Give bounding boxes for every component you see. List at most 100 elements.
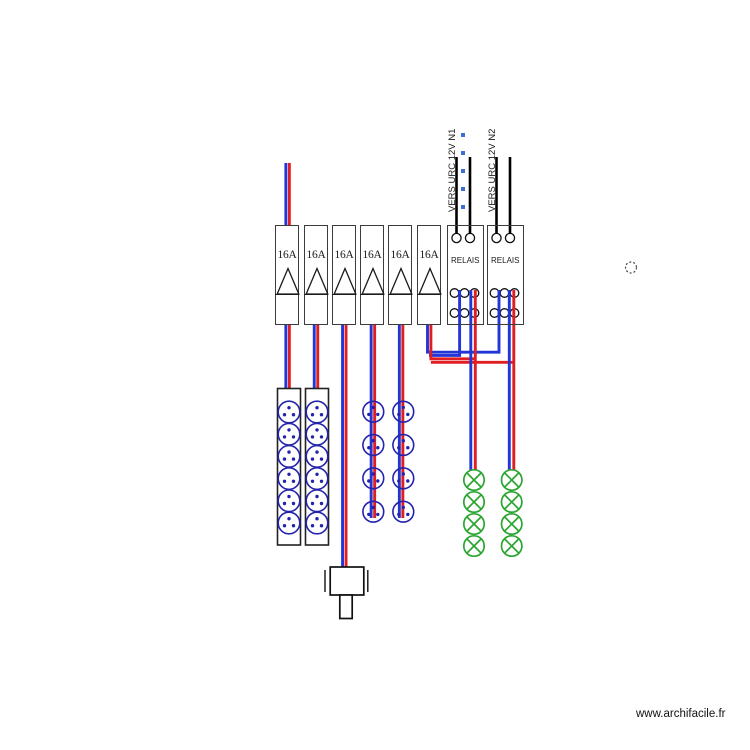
breaker-rating-label: 16A [277, 249, 297, 261]
breaker-rating-label: 16A [334, 249, 354, 261]
socket-part [406, 512, 410, 517]
socket-part [397, 412, 401, 417]
relay-module[interactable]: RELAIS [446, 225, 484, 325]
socket-part [367, 512, 371, 517]
light-part [500, 468, 523, 492]
light-icon[interactable] [500, 468, 523, 492]
socket-part [367, 446, 371, 450]
light-icon[interactable] [500, 490, 523, 514]
socket-outlet-icon[interactable] [305, 489, 329, 513]
socket-part [310, 524, 315, 528]
socket-outlet-icon[interactable] [392, 467, 415, 490]
switch-icon[interactable] [324, 566, 369, 620]
light-part [503, 472, 520, 488]
socket-part [282, 479, 287, 483]
socket-part [392, 400, 415, 423]
selection-handle[interactable] [460, 151, 465, 155]
socket-part [291, 479, 296, 483]
socket-outlet-icon[interactable] [392, 500, 415, 523]
light-icon[interactable] [462, 468, 486, 492]
breaker-module[interactable]: 16A [388, 225, 413, 325]
socket-part [315, 517, 319, 521]
light-part [466, 494, 482, 510]
light-icon[interactable] [462, 512, 486, 536]
socket-part [287, 450, 291, 454]
socket-part [406, 412, 410, 417]
socket-part [362, 433, 385, 457]
socket-part [287, 494, 291, 499]
socket-part [371, 505, 375, 510]
socket-part [401, 472, 405, 476]
socket-part [371, 439, 375, 443]
socket-part [397, 512, 401, 517]
breaker-rating-label: 16A [419, 249, 439, 261]
socket-part [319, 413, 324, 417]
selection-handle[interactable] [460, 169, 465, 173]
breaker-module[interactable]: 16A [275, 225, 300, 325]
socket-part [319, 524, 324, 528]
selection-handle[interactable] [460, 187, 465, 191]
socket-part [282, 435, 287, 439]
breaker-triangle-icon [388, 267, 413, 295]
socket-part [392, 500, 415, 523]
socket-part [315, 450, 319, 454]
light-part [466, 538, 482, 554]
breaker-base-line [275, 293, 299, 295]
socket-outlet-icon[interactable] [362, 400, 385, 423]
socket-outlet-icon[interactable] [362, 433, 385, 457]
socket-outlet-icon[interactable] [277, 511, 301, 535]
light-icon[interactable] [500, 512, 523, 536]
breaker-module[interactable]: 16A [304, 225, 329, 325]
socket-part [319, 435, 324, 439]
breaker-module[interactable]: 16A [360, 225, 385, 325]
light-part [503, 516, 520, 532]
socket-part [287, 428, 291, 432]
socket-part [282, 413, 287, 417]
relay-feed-wire [429, 290, 462, 357]
relay-wire-label[interactable]: VERS URC 12V N2 [486, 128, 498, 212]
socket-part [401, 439, 405, 443]
socket-part [310, 501, 315, 506]
socket-part [376, 512, 380, 517]
socket-part [319, 479, 324, 483]
light-part [462, 490, 486, 514]
socket-outlet-icon[interactable] [392, 400, 415, 423]
socket-part [362, 467, 385, 490]
light-part [500, 490, 523, 514]
socket-outlet-icon[interactable] [305, 511, 329, 535]
relay-module[interactable]: RELAIS [486, 225, 524, 325]
selection-handle[interactable] [460, 133, 465, 137]
socket-part [319, 501, 324, 506]
socket-outlet-icon[interactable] [392, 433, 415, 457]
socket-part [310, 435, 315, 439]
socket-part [282, 457, 287, 461]
breaker-rating-label: 16A [390, 249, 410, 261]
relay-label: RELAIS [451, 256, 480, 265]
breaker-module[interactable]: 16A [332, 225, 357, 325]
light-part [466, 516, 482, 532]
breaker-module[interactable]: 16A [417, 225, 442, 325]
light-part [500, 534, 523, 558]
socket-part [401, 505, 405, 510]
light-part [500, 512, 523, 536]
socket-part [397, 479, 401, 483]
socket-part [310, 413, 315, 417]
socket-outlet-icon[interactable] [362, 500, 385, 523]
socket-part [376, 479, 380, 483]
light-icon[interactable] [500, 534, 523, 558]
socket-part [392, 467, 415, 490]
relay-wire-label[interactable]: VERS URC 12V N1 [447, 128, 458, 212]
light-icon[interactable] [462, 534, 486, 558]
watermark: www.archifacile.fr [636, 708, 726, 720]
light-icon[interactable] [462, 490, 486, 514]
socket-part [282, 501, 287, 506]
breaker-base-line [417, 293, 441, 295]
socket-outlet-icon[interactable] [362, 467, 385, 490]
relay-label: RELAIS [491, 256, 520, 265]
socket-part [291, 435, 296, 439]
socket-part [371, 405, 375, 410]
light-part [466, 472, 482, 488]
selection-handle[interactable] [460, 205, 465, 209]
small-dashed-circle[interactable] [624, 261, 638, 274]
